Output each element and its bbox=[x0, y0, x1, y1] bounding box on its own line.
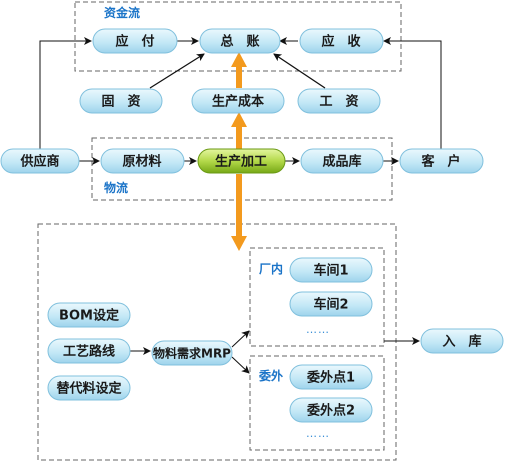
wages-node[interactable]: 工 资 bbox=[297, 88, 381, 114]
customer-node[interactable]: 客 户 bbox=[399, 148, 484, 174]
svg-text:客 户: 客 户 bbox=[421, 154, 460, 170]
svg-text:生产成本: 生产成本 bbox=[212, 94, 264, 110]
svg-text:入 库: 入 库 bbox=[442, 334, 481, 350]
finance-group-label: 资金流 bbox=[104, 5, 140, 20]
svg-text:委外点1: 委外点1 bbox=[306, 370, 355, 386]
svg-text:工艺路线: 工艺路线 bbox=[63, 344, 115, 360]
svg-text:生产加工: 生产加工 bbox=[215, 154, 267, 170]
customer-to-receivable-connector bbox=[383, 37, 442, 150]
outsource-1-node[interactable]: 委外点1 bbox=[289, 364, 373, 390]
svg-text:车间2: 车间2 bbox=[313, 297, 348, 313]
routing-node[interactable]: 工艺路线 bbox=[47, 338, 131, 364]
svg-text:原材料: 原材料 bbox=[122, 154, 161, 170]
outsource-2-node[interactable]: 委外点2 bbox=[289, 397, 373, 423]
svg-text:委外点2: 委外点2 bbox=[306, 403, 355, 419]
outsource-group-frame bbox=[249, 355, 385, 451]
mrp-to-outsource-connector bbox=[231, 356, 250, 374]
substitute-node[interactable]: 替代料设定 bbox=[47, 375, 131, 401]
supplier-to-payable-connector bbox=[39, 37, 92, 150]
svg-text:替代料设定: 替代料设定 bbox=[56, 381, 121, 397]
receivable-node[interactable]: 应 收 bbox=[299, 28, 384, 54]
plant-group-frame bbox=[249, 247, 385, 347]
workshop-2-node[interactable]: 车间2 bbox=[289, 291, 373, 317]
svg-text:BOM设定: BOM设定 bbox=[59, 308, 119, 324]
logistics-group-label: 物流 bbox=[104, 180, 128, 195]
orange-cost-arrow bbox=[231, 52, 247, 88]
orange-detail-arrow bbox=[231, 174, 247, 251]
plant-group-label: 厂内 bbox=[259, 261, 283, 276]
svg-text:应 收: 应 收 bbox=[321, 34, 361, 50]
production-cost-node[interactable]: 生产成本 bbox=[191, 88, 285, 114]
mrp-to-plant-connector bbox=[231, 330, 250, 348]
raw-material-node[interactable]: 原材料 bbox=[100, 148, 185, 174]
ledger-node[interactable]: 总 账 bbox=[199, 28, 281, 54]
bom-node[interactable]: BOM设定 bbox=[47, 302, 131, 328]
payable-node[interactable]: 应 付 bbox=[92, 28, 178, 54]
svg-text:应 付: 应 付 bbox=[115, 34, 154, 50]
svg-text:工 资: 工 资 bbox=[319, 94, 358, 110]
workshop-1-node[interactable]: 车间1 bbox=[289, 257, 373, 283]
svg-text:物料需求MRP: 物料需求MRP bbox=[153, 346, 231, 361]
fixed-assets-to-ledger-connector bbox=[149, 53, 205, 89]
plant-more-ellipsis: …… bbox=[306, 323, 330, 336]
orange-production-arrow bbox=[231, 112, 247, 149]
svg-text:成品库: 成品库 bbox=[322, 154, 361, 170]
production-node[interactable]: 生产加工 bbox=[197, 148, 286, 174]
mrp-node[interactable]: 物料需求MRP bbox=[151, 340, 233, 366]
production-detail-frame bbox=[37, 223, 397, 461]
finished-goods-node[interactable]: 成品库 bbox=[300, 148, 384, 174]
svg-text:总 账: 总 账 bbox=[220, 34, 259, 50]
svg-text:车间1: 车间1 bbox=[313, 263, 348, 279]
warehousing-node[interactable]: 入 库 bbox=[420, 328, 504, 354]
finance-group-frame bbox=[74, 1, 402, 72]
outsource-more-ellipsis: …… bbox=[306, 427, 330, 440]
svg-text:供应商: 供应商 bbox=[19, 154, 59, 170]
svg-text:固 资: 固 资 bbox=[101, 94, 140, 110]
supplier-node[interactable]: 供应商 bbox=[0, 148, 80, 174]
wages-to-ledger-connector bbox=[273, 53, 326, 89]
fixed-assets-node[interactable]: 固 资 bbox=[79, 88, 163, 114]
outsource-group-label: 委外 bbox=[258, 368, 283, 383]
